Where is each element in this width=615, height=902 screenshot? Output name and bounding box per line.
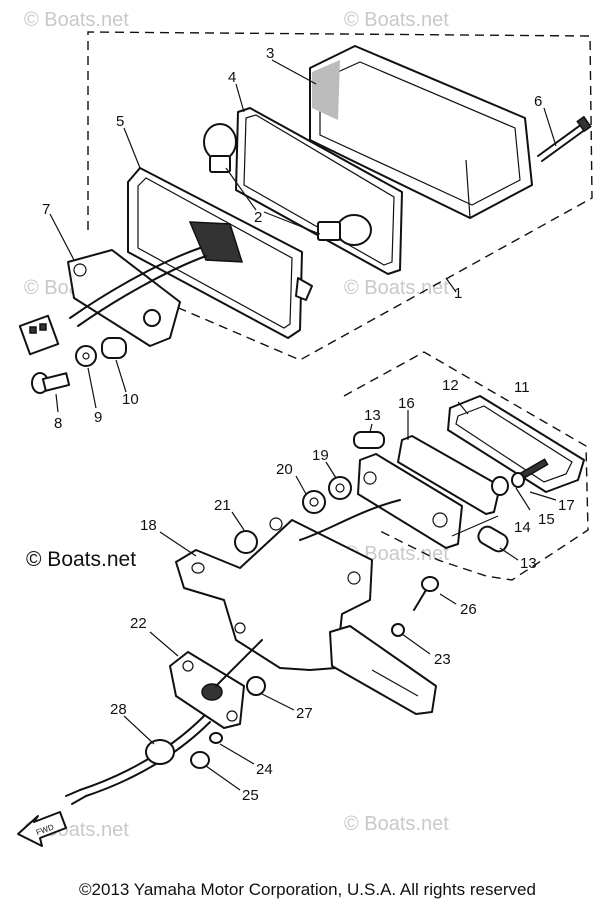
small-screw-part [31, 372, 71, 394]
callout-22: 22 [130, 615, 147, 632]
callout-26: 26 [460, 601, 477, 618]
main-bracket-part [175, 499, 437, 715]
callout-24: 24 [256, 761, 273, 778]
cable-plate-part [169, 639, 263, 729]
bolt-part [413, 576, 439, 611]
callout-4: 4 [228, 69, 236, 86]
callout-13: 13 [520, 555, 537, 572]
bracket-part [18, 247, 207, 356]
spacer-part [101, 337, 127, 359]
callout-18: 18 [140, 517, 157, 534]
screw-part [537, 115, 592, 162]
callout-10: 10 [122, 391, 139, 408]
washer-part [491, 476, 509, 496]
watermark: © Boats.net [344, 277, 449, 299]
callout-14: 14 [514, 519, 531, 536]
lamp-bulb-part [477, 525, 509, 553]
lens-part [309, 45, 533, 219]
lamp-gasket-part [397, 435, 501, 515]
callout-28: 28 [110, 701, 127, 718]
cable-part [65, 715, 211, 805]
nut-part [511, 472, 525, 488]
lamp-base-part [357, 453, 463, 549]
callout-12: 12 [442, 377, 459, 394]
base-plate-part [127, 167, 313, 339]
callout-2: 2 [254, 209, 262, 226]
callout-21: 21 [214, 497, 231, 514]
callout-5: 5 [116, 113, 124, 130]
lamp-bulb-part [353, 431, 385, 449]
watermark: © Boats.net [344, 813, 449, 835]
callout-17: 17 [558, 497, 575, 514]
grommet-part [328, 476, 352, 500]
callout-7: 7 [42, 201, 50, 218]
washer-hole [309, 497, 319, 507]
forward-direction-arrow: FWD [17, 811, 67, 847]
lower-group-boundary [343, 351, 589, 581]
grommet-part [246, 676, 266, 696]
leader-lines [49, 59, 557, 791]
bulb-part [203, 123, 372, 246]
gasket-part [235, 107, 403, 275]
callout-9: 9 [94, 409, 102, 426]
callout-1: 1 [454, 285, 462, 302]
callout-13: 13 [364, 407, 381, 424]
callout-19: 19 [312, 447, 329, 464]
callout-15: 15 [538, 511, 555, 528]
callout-8: 8 [54, 415, 62, 432]
watermark: © Boats.net [24, 9, 129, 31]
callout-6: 6 [534, 93, 542, 110]
washer-part [75, 345, 97, 367]
upper-group-boundary [87, 31, 593, 361]
callout-23: 23 [434, 651, 451, 668]
washer-part [391, 623, 405, 637]
callout-16: 16 [398, 395, 415, 412]
washer-part [209, 732, 223, 744]
callout-3: 3 [266, 45, 274, 62]
copyright-notice: ©2013 Yamaha Motor Corporation, U.S.A. A… [79, 880, 536, 899]
callout-20: 20 [276, 461, 293, 478]
rubber-part [234, 530, 258, 554]
grommet-hole [335, 483, 345, 493]
brand-label: © Boats.net [26, 548, 137, 571]
nut-part [190, 751, 210, 769]
callout-11: 11 [514, 379, 530, 396]
callout-27: 27 [296, 705, 313, 722]
washer-part [302, 490, 326, 514]
callout-25: 25 [242, 787, 259, 804]
watermark: © Boats.net [344, 9, 449, 31]
washer-hole [82, 352, 90, 360]
